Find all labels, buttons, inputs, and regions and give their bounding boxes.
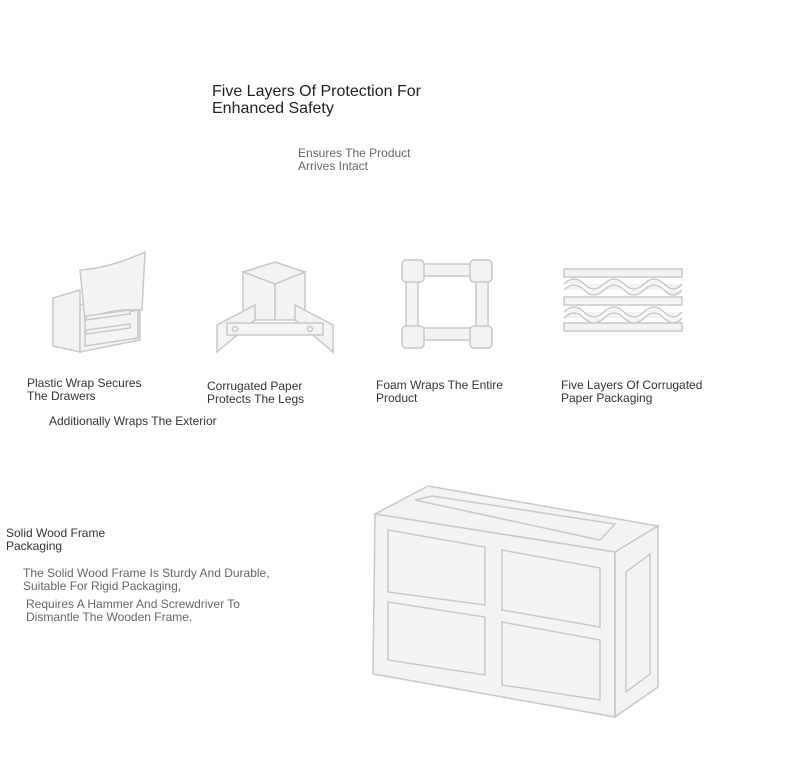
plastic-wrap-icon — [52, 250, 146, 353]
feature-label: Plastic Wrap Secures The Drawers — [27, 376, 142, 403]
feature-label: Five Layers Of Corrugated Paper Packagin… — [561, 378, 703, 405]
corner-protector-icon — [216, 261, 334, 354]
feature-label: Corrugated Paper Protects The Legs — [207, 379, 305, 406]
wood-frame-title: Solid Wood Frame Packaging — [6, 526, 106, 553]
extra-note: Additionally Wraps The Exterior — [49, 414, 217, 428]
page-subtitle: Ensures The Product Arrives Intact — [298, 146, 411, 173]
wood-frame-desc-2: Requires A Hammer And Screwdriver To Dis… — [26, 597, 240, 624]
wood-frame-desc: The Solid Wood Frame Is Sturdy And Durab… — [23, 566, 270, 593]
feature-label: Foam Wraps The Entire Product — [376, 378, 503, 405]
foam-frame-icon — [401, 259, 493, 349]
wooden-crate-icon — [372, 485, 661, 719]
page-title: Five Layers Of Protection For Enhanced S… — [212, 83, 421, 117]
corrugated-layers-icon — [563, 268, 683, 332]
